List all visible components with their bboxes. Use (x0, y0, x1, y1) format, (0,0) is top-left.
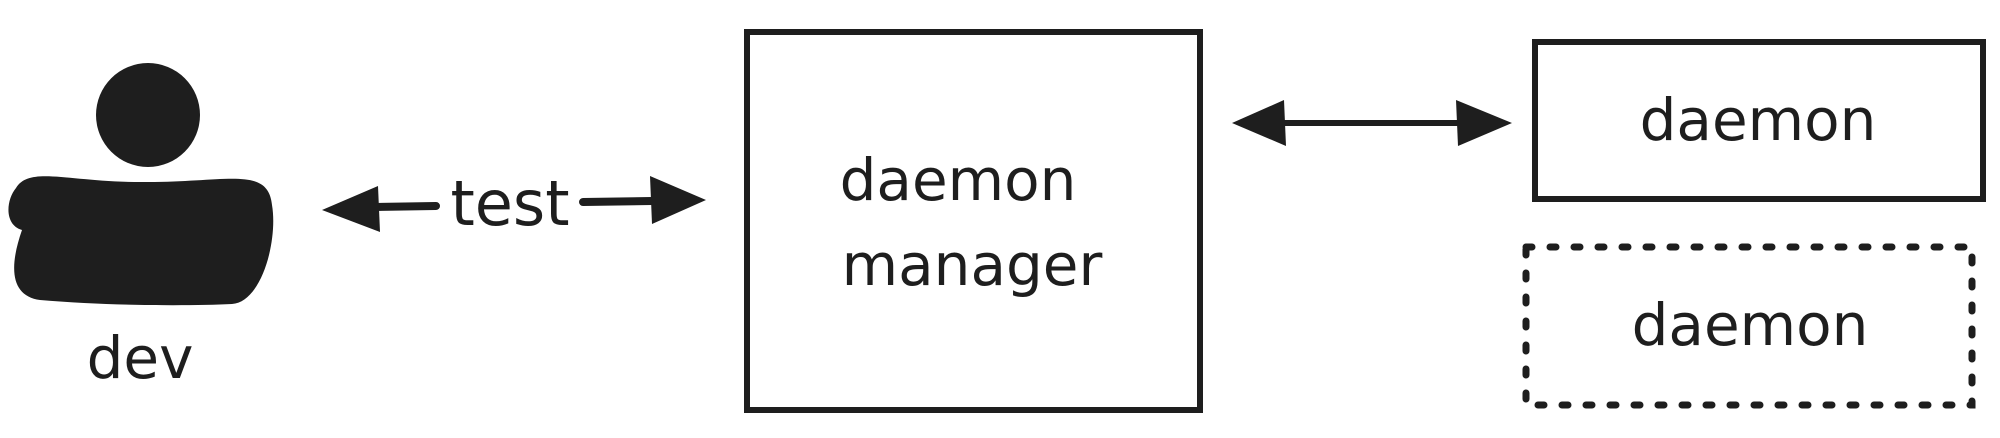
dev-label: dev (87, 324, 194, 392)
daemon-potential-label: daemon (1632, 291, 1869, 359)
daemon-potential-box (1522, 243, 1976, 409)
daemon-manager-node: daemon manager (744, 29, 1203, 413)
edge-label-test: test (450, 167, 569, 240)
edge-dev-manager: test (322, 167, 706, 240)
arrowhead-left-icon (1232, 100, 1286, 146)
arrowhead-left-icon (322, 186, 380, 232)
daemon-active-box (1532, 39, 1986, 202)
edge-manager-daemon (1232, 100, 1512, 146)
arrowhead-right-icon (1456, 100, 1512, 146)
dev-node: dev (8, 63, 274, 392)
daemon-manager-label-line2: manager (842, 231, 1103, 299)
daemon-potential-node: daemon (1522, 243, 1976, 409)
person-icon (8, 63, 274, 306)
daemon-active-label: daemon (1640, 86, 1877, 154)
daemon-manager-box (744, 29, 1203, 413)
daemon-active-node: daemon (1532, 39, 1986, 202)
arrow-line (371, 197, 656, 211)
daemon-manager-label-line1: daemon (840, 146, 1077, 214)
arrowhead-right-icon (650, 176, 706, 224)
